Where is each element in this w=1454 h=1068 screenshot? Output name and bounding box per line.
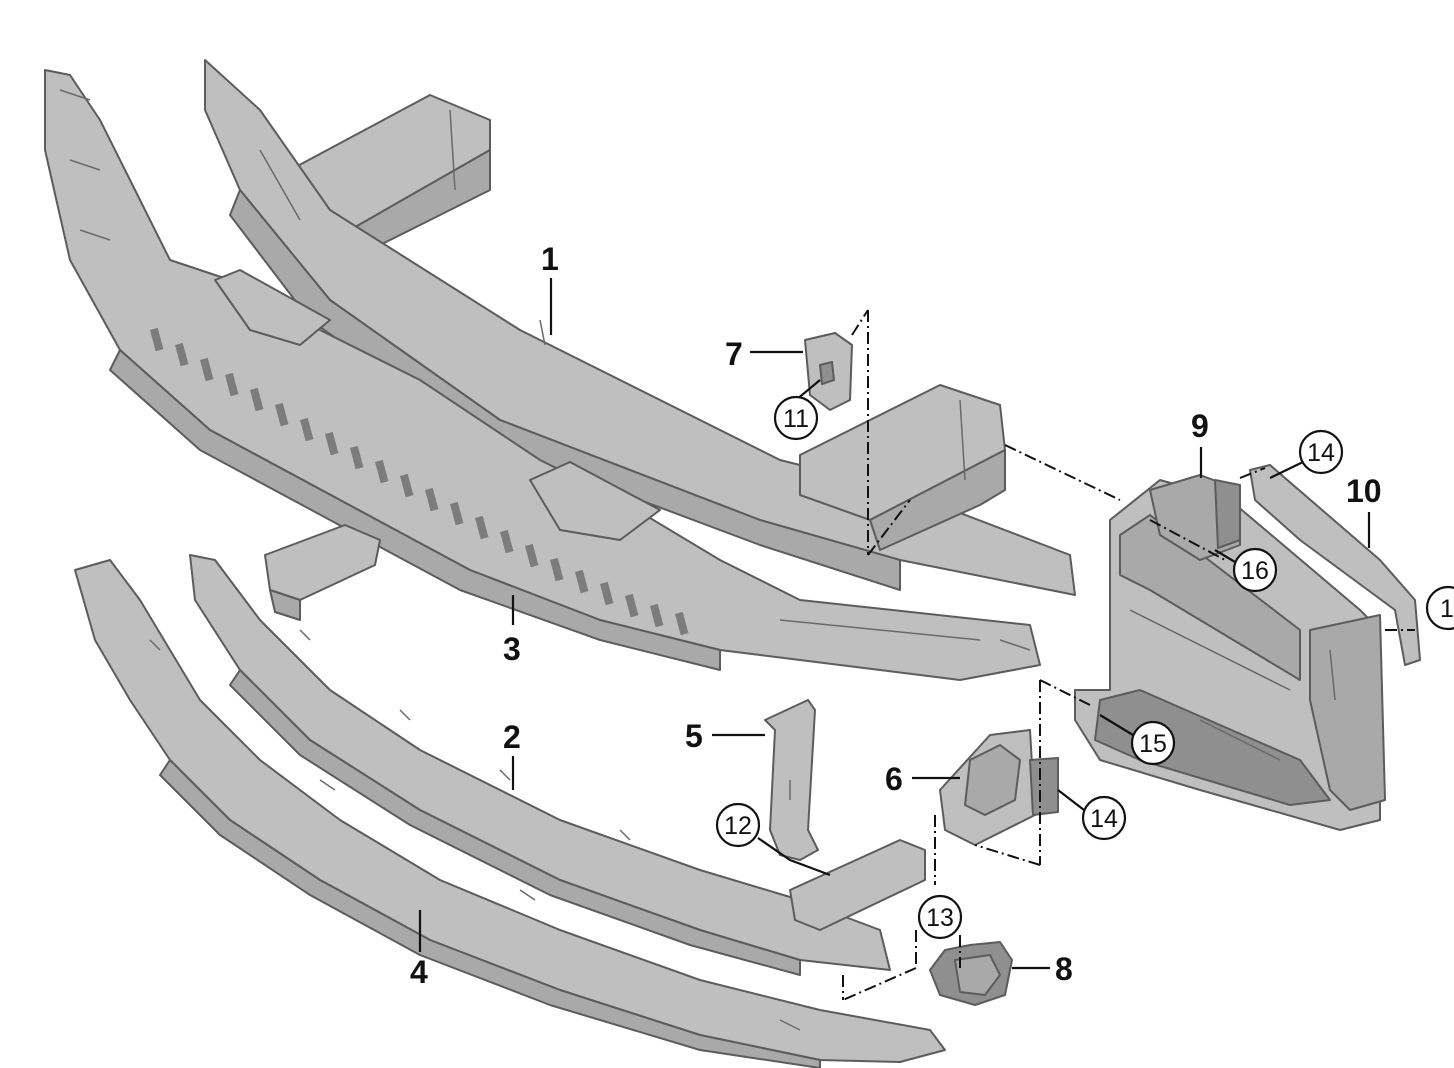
ref-12: 12: [715, 802, 831, 877]
lower-deflector-part-4: [74, 559, 946, 1068]
ref-11: 11: [773, 379, 821, 441]
ref-13: 13: [917, 894, 963, 940]
support-part-6: [939, 729, 1059, 846]
callout-2: 2: [503, 719, 521, 755]
svg-text:14: 14: [1090, 805, 1118, 833]
callout-6: 6: [885, 761, 903, 797]
circled-references: 11 12 13 14 14 15 16: [715, 379, 1454, 940]
ref-1-cropped: 1: [1425, 585, 1454, 631]
svg-text:16: 16: [1241, 557, 1269, 585]
callout-8: 8: [1055, 951, 1073, 987]
callouts: 1 2 3 4 5 6 7 8 9 10: [410, 241, 1382, 990]
bumper-carrier-part-1: [204, 59, 1076, 596]
callout-4: 4: [410, 954, 428, 990]
bracket-part-9: [1149, 474, 1241, 561]
ref-14-bottom: 14: [1057, 789, 1127, 841]
svg-text:15: 15: [1139, 730, 1167, 758]
svg-text:11: 11: [783, 405, 809, 433]
ref-15: 15: [1099, 714, 1176, 766]
svg-text:14: 14: [1307, 439, 1335, 467]
absorber-ribs: [150, 327, 689, 636]
energy-absorber-part-3: [44, 69, 1041, 681]
callout-3: 3: [503, 631, 521, 667]
ref-16: 16: [1214, 547, 1278, 593]
callout-1: 1: [541, 241, 559, 277]
cap-part-7: [804, 332, 853, 411]
callout-7: 7: [725, 336, 743, 372]
svg-text:12: 12: [724, 812, 752, 840]
svg-text:13: 13: [926, 904, 954, 932]
bracket-part-5: [764, 699, 819, 861]
callout-5: 5: [685, 718, 703, 754]
callout-9: 9: [1191, 408, 1209, 444]
assembly-lines: [842, 309, 1415, 1001]
clip-part-8: [929, 941, 1013, 1006]
svg-text:1: 1: [1440, 595, 1454, 623]
ref-14-top: 14: [1269, 429, 1344, 479]
lower-beam-part-2: [189, 524, 926, 976]
callout-10: 10: [1346, 473, 1382, 509]
